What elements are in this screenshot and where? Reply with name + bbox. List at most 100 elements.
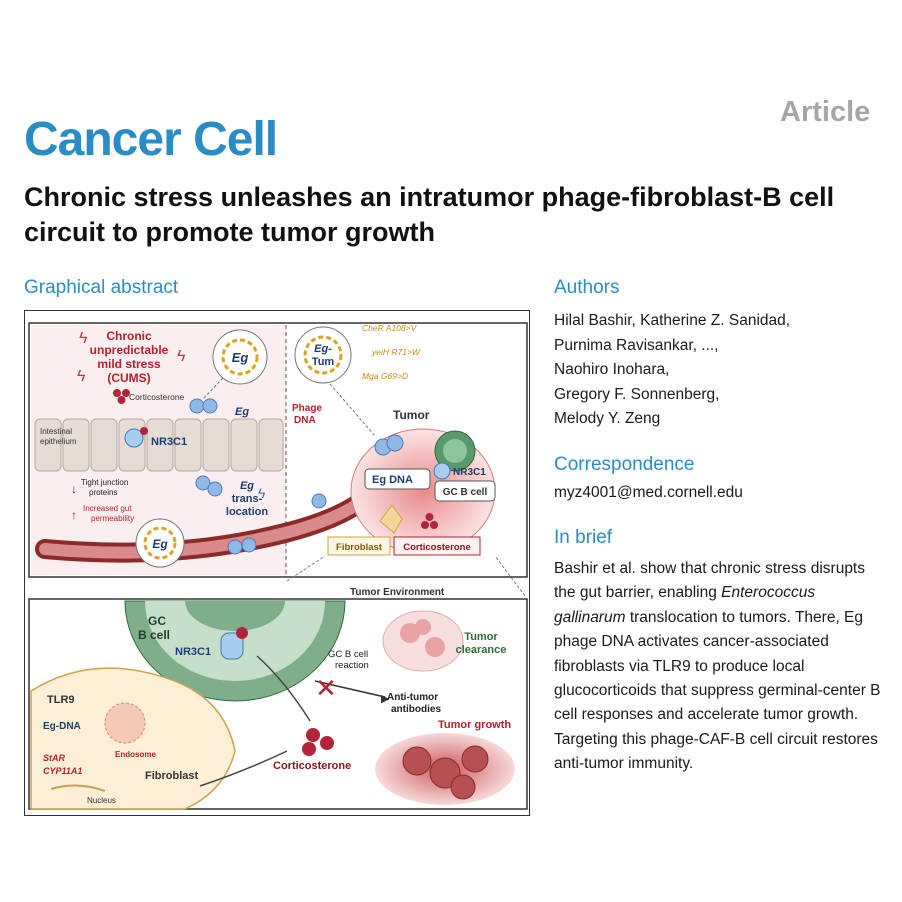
nr3c1-bottom-label: NR3C1 — [175, 646, 211, 658]
corticosterone-molecule-icon — [421, 521, 429, 529]
eg-dna-tag — [364, 468, 431, 490]
tumor-cell-icon — [425, 637, 445, 657]
bacteria-icon — [195, 475, 211, 491]
author-line: Naohiro Inohara, — [554, 361, 670, 378]
corticosterone-molecule-icon — [306, 728, 320, 742]
gc-reaction-label-1: GC B cell — [328, 649, 368, 660]
zoom-line — [329, 383, 376, 437]
gc-b-cell-tag-label: GC B cell — [443, 487, 488, 498]
transloc-line-2: trans- — [232, 493, 263, 505]
brief-part-2: translocation to tumors. There, Eg phage… — [554, 608, 881, 773]
mutation-1: CheR A108>V — [362, 323, 418, 333]
corticosterone-tag-label: Corticosterone — [403, 542, 471, 553]
corticosterone-bottom-label: Corticosterone — [273, 760, 351, 772]
nucleus-label: Nucleus — [87, 796, 116, 805]
nr3c1-label: NR3C1 — [151, 436, 187, 448]
fibroblast-tag — [327, 536, 391, 556]
star-gene-label: StAR — [43, 753, 65, 763]
bacteria-icon — [386, 434, 404, 452]
cums-line-4: (CUMS) — [107, 371, 150, 385]
correspondence-heading: Correspondence — [554, 454, 695, 475]
eg-label-2: Eg — [152, 537, 168, 551]
transloc-line-3: location — [226, 506, 268, 518]
authors-heading: Authors — [554, 277, 620, 298]
secretion-arrow — [199, 750, 288, 787]
fibroblast-icon — [379, 504, 403, 534]
intestinal-label: Intestinal — [40, 427, 72, 436]
bacteria-icon — [207, 481, 223, 497]
brief-part-1: Bashir et al. show that chronic stress d… — [554, 560, 865, 602]
eg-tum-label-1: Eg- — [314, 343, 332, 355]
intestinal-epithelium — [34, 418, 284, 472]
lightning-icon: ϟ — [177, 348, 186, 365]
tumor-clearance-label-1: Tumor — [464, 631, 498, 643]
tumor-growth-label: Tumor growth — [438, 719, 511, 731]
gc-b-cell-nucleus-bottom — [185, 601, 285, 631]
correspondence-email[interactable]: myz4001@med.cornell.edu — [554, 484, 743, 501]
endosome-label: Endosome — [115, 750, 156, 759]
eg-small-label: Eg — [235, 406, 249, 418]
tumor-cell-icon — [400, 623, 420, 643]
corticosterone-molecule-icon — [122, 389, 130, 397]
corticosterone-molecule-icon — [320, 736, 334, 750]
bacteria-icon — [227, 539, 243, 555]
mutation-list: CheR A108>V yeiH R71>W Mga G69>D — [362, 323, 421, 381]
gc-reaction-label-2: reaction — [335, 660, 369, 671]
species-name: Enterococcus gallinarum — [554, 584, 816, 626]
nr3c1-tumor-label: NR3C1 — [453, 467, 486, 478]
nr3c1-receptor-icon — [124, 428, 144, 448]
gut-effects: Tight junction proteins Increased gut pe… — [81, 478, 134, 523]
graphical-abstract-figure: Chronic unpredictable mild stress (CUMS)… — [24, 310, 530, 816]
tumor-cell-icon — [461, 745, 489, 773]
author-line: Gregory F. Sonnenberg, — [554, 385, 720, 403]
anti-tumor-label-1: Anti-tumor — [387, 692, 438, 703]
gene-arrow — [50, 784, 106, 792]
tumor-cell-icon — [415, 619, 431, 635]
phage-dna-ring — [303, 335, 343, 375]
b-cell-label: B cell — [138, 628, 170, 642]
mutation-3: Mga G69>D — [362, 371, 408, 381]
tumor-label: Tumor — [393, 408, 430, 422]
author-list: Hilal Bashir, Katherine Z. Sanidad, Purn… — [554, 309, 884, 432]
cums-line-1: Chronic — [106, 329, 152, 343]
nr3c1-receptor-icon — [433, 462, 451, 480]
phage-label: Phage — [292, 403, 322, 414]
tumor-clearance-label-2: clearance — [456, 644, 507, 656]
corticosterone-molecule-icon — [425, 513, 434, 521]
mutation-2: yeiH R71>W — [371, 347, 421, 357]
article-type-label: Article — [780, 96, 871, 128]
down-arrow-icon: ↓ — [71, 482, 77, 496]
cyp11a1-gene-label: CYP11A1 — [43, 766, 82, 776]
eg-dna-bottom-label: Eg-DNA — [43, 721, 81, 732]
block-x-icon: ✕ — [315, 673, 337, 703]
bacteria-icon — [202, 398, 218, 414]
cums-line-3: mild stress — [97, 357, 161, 371]
lightning-blue-icon: ϟ — [258, 485, 266, 501]
graphical-abstract-svg: Chronic unpredictable mild stress (CUMS)… — [28, 322, 528, 810]
in-brief-text: Bashir et al. show that chronic stress d… — [554, 557, 889, 777]
eg-label: Eg — [232, 350, 249, 365]
tlr9-label: TLR9 — [47, 694, 75, 706]
eg-phage-diagram-2 — [135, 518, 185, 568]
endosome-icon — [104, 702, 146, 744]
gc-label: GC — [148, 614, 166, 628]
gc-reaction-arrow — [314, 680, 386, 698]
up-arrow-icon: ↑ — [71, 508, 77, 522]
increased-permeability-label: Increased gut — [83, 504, 132, 513]
author-line: Melody Y. Zeng — [554, 410, 661, 427]
lightning-icon: ϟ — [77, 368, 86, 385]
eg-dna-label: Eg DNA — [372, 474, 413, 486]
arrow-head-icon: ▶ — [381, 693, 390, 705]
tumor-cell-icon — [402, 746, 432, 776]
dna-label: DNA — [294, 415, 316, 426]
bacteria-icon — [241, 537, 257, 553]
graphical-abstract-heading: Graphical abstract — [24, 277, 179, 298]
fibroblast-tag-label: Fibroblast — [336, 542, 383, 553]
cums-line-2: unpredictable — [90, 343, 169, 357]
tight-junction-label: Tight junction — [81, 478, 128, 487]
eg-phage-diagram — [212, 329, 268, 385]
gc-b-cell-tag — [434, 480, 496, 502]
permeability-label: permeability — [91, 514, 134, 523]
translocation-label: Eg trans- location — [226, 480, 268, 518]
phage-dna-ring — [221, 338, 259, 376]
